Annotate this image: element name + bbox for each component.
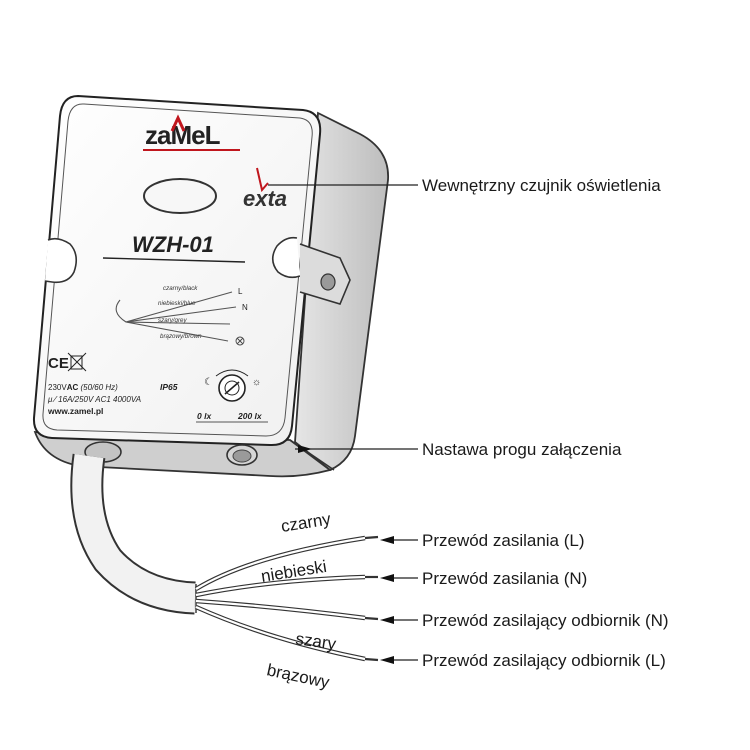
brand-logo: zaMeL <box>145 120 221 150</box>
moon-icon: ☾ <box>204 377 213 388</box>
model-label: WZH-01 <box>132 232 214 257</box>
website: www.zamel.pl <box>47 406 103 416</box>
ip-rating: IP65 <box>160 382 178 392</box>
dial-max-label: 200 lx <box>237 411 263 421</box>
legend-black: czarny/black <box>163 285 198 292</box>
cable <box>70 453 197 615</box>
callout-wire-n: Przewód zasilania (N) <box>422 569 587 588</box>
sub-brand-logo: exta <box>243 186 287 211</box>
device-housing <box>32 94 389 478</box>
voltage-rating: 230VAC (50/60 Hz) <box>48 383 118 392</box>
voltage-freq: (50/60 Hz) <box>80 383 118 392</box>
light-sensor-window <box>143 178 217 214</box>
wires <box>194 535 379 662</box>
legend-mark-n: N <box>242 303 248 312</box>
sub-brand-accent-icon <box>256 167 269 193</box>
threshold-adjust-screw <box>232 449 252 463</box>
weee-bin-icon <box>67 352 87 372</box>
callout-sensor: Wewnętrzny czujnik oświetlenia <box>422 176 661 195</box>
legend-blue: niebieski/blue <box>158 300 196 307</box>
callout-leaders <box>268 184 418 664</box>
model-underline <box>102 257 246 263</box>
sun-icon: ☼ <box>252 377 261 388</box>
callout-load-l: Przewód zasilający odbiornik (L) <box>422 651 666 670</box>
wire-legend: czarny/black niebieski/blue szary/grey b… <box>115 285 248 346</box>
wire-label-grey: szary <box>294 629 337 654</box>
voltage-prefix: 230V <box>48 383 67 392</box>
callout-load-n: Przewód zasilający odbiornik (N) <box>422 611 669 630</box>
lamp-icon <box>235 336 245 346</box>
voltage-ac: AC <box>67 383 79 392</box>
wire-label-black: czarny <box>280 509 333 536</box>
callout-wire-l: Przewód zasilania (L) <box>422 531 585 550</box>
legend-mark-l: L <box>238 287 243 296</box>
wire-label-brown: brązowy <box>265 660 331 692</box>
brand-logo-accent-icon <box>170 114 186 132</box>
callout-threshold: Nastawa progu załączenia <box>422 440 622 459</box>
mount-screw-hole <box>320 273 336 291</box>
lamp-icon-cross <box>236 337 244 345</box>
contact-rating: μ ⁄ 16A/250V AC1 4000VA <box>47 395 141 404</box>
legend-brown: brązowy/brown <box>160 333 202 340</box>
dial-min-label: 0 lx <box>197 411 212 421</box>
legend-grey: szary/grey <box>158 317 187 324</box>
threshold-dial-icon <box>215 369 249 402</box>
ce-mark: CE <box>48 355 69 372</box>
